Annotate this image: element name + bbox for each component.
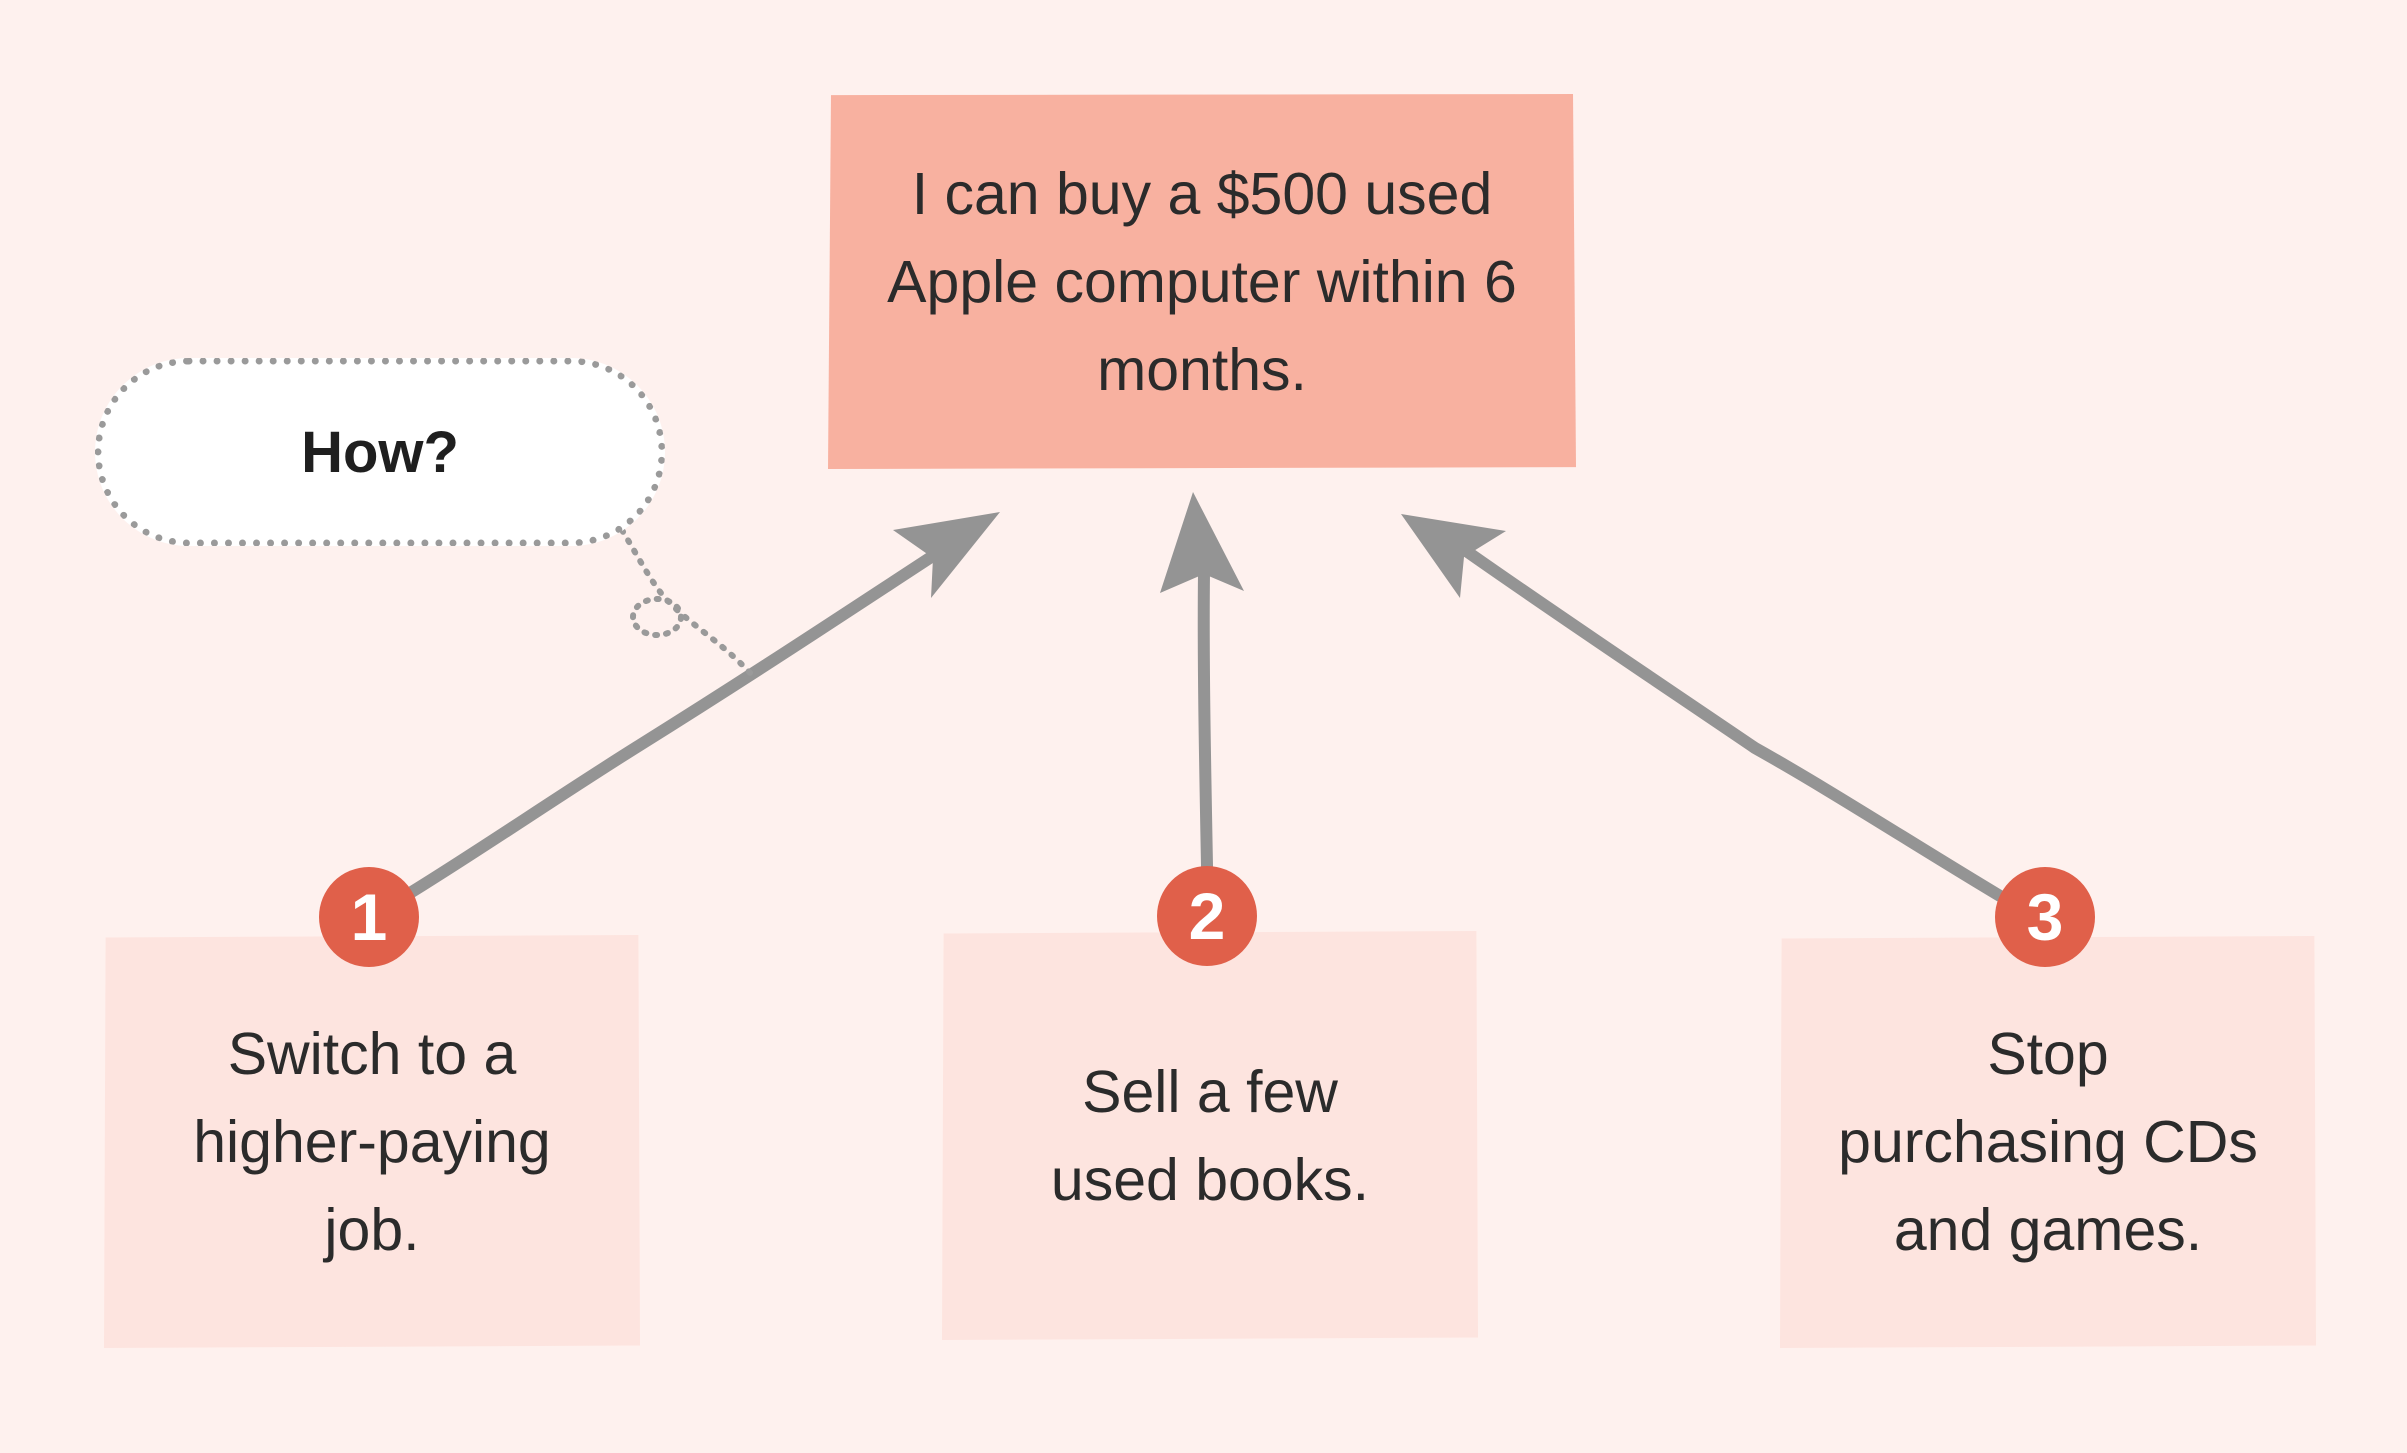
goal-text: I can buy a $500 used Apple computer wit… (887, 160, 1517, 403)
arrow-2 (1160, 492, 1244, 872)
arrow-1 (404, 512, 1000, 899)
step-3-number-badge: 3 (1995, 867, 2095, 967)
step-1-text: Switch to a higher-paying job. (193, 1020, 551, 1263)
how-text: How? (301, 419, 459, 485)
step-2-text: Sell a few used books. (1050, 1058, 1370, 1213)
step-2-number-badge: 2 (1157, 866, 1257, 966)
step-box-3: Stop purchasing CDs and games. (1780, 936, 2316, 1348)
step-box-2: Sell a few used books. (942, 931, 1478, 1340)
step-3-text: Stop purchasing CDs and games. (1838, 1021, 2258, 1263)
how-thought-bubble: How? (95, 358, 665, 546)
goal-box: I can buy a $500 used Apple computer wit… (828, 94, 1576, 469)
step-1-number-badge: 1 (319, 867, 419, 967)
arrow-3 (1401, 514, 2006, 902)
step-box-1: Switch to a higher-paying job. (104, 935, 640, 1348)
bubble-tail (619, 527, 755, 678)
